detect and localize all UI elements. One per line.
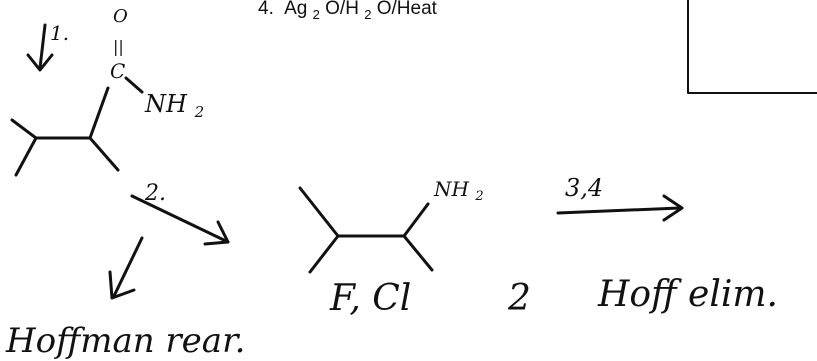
steps34-arrow-head xyxy=(662,194,684,222)
rearr-arrow-head xyxy=(108,270,136,300)
hoffman-rear-label: Hoffman rear. xyxy=(5,321,245,361)
step1-arrow-head xyxy=(26,53,54,72)
amine-skeleton xyxy=(298,186,434,274)
step2-arrow-head xyxy=(203,220,230,246)
subscript-2a: 2 xyxy=(313,7,320,22)
amine-nh: NH xyxy=(433,177,470,201)
step2-arrow xyxy=(130,194,230,244)
c-n-bond xyxy=(124,76,144,94)
oxygen-atom: O xyxy=(113,6,128,27)
step1-label: 1. xyxy=(50,21,69,45)
count-label: 2 xyxy=(507,278,531,319)
step1-arrow xyxy=(38,23,47,70)
reagent-o-h: O/H xyxy=(325,0,359,19)
step-number: 4. xyxy=(258,0,274,19)
rearr-arrow xyxy=(112,236,144,298)
reagent-o-heat: O/Heat xyxy=(377,0,438,19)
steps34-label: 3,4 xyxy=(565,174,603,202)
steps34-arrow xyxy=(556,206,682,215)
subscript-2b: 2 xyxy=(364,7,371,22)
hoff-elim-label: Hoff elim. xyxy=(597,274,778,315)
reagent-step-header: 4. Ag 2 O/H 2 O/Heat xyxy=(258,0,438,24)
reagent-ag: Ag xyxy=(284,0,307,19)
amine-nh-sub: 2 xyxy=(474,189,483,204)
amine-nh2-label: NH 2 xyxy=(433,177,484,204)
step2-label: 2. xyxy=(144,181,166,206)
answer-box xyxy=(687,0,817,94)
amide-nh: NH xyxy=(144,90,188,118)
double-bond-mark: || xyxy=(113,37,124,56)
carbonyl-carbon: C xyxy=(110,59,125,83)
halides-label: F, Cl xyxy=(329,278,411,319)
amide-nh-sub: 2 xyxy=(194,103,205,121)
amide-skeleton xyxy=(10,86,120,177)
amide-nh2-label: NH 2 xyxy=(144,90,204,121)
